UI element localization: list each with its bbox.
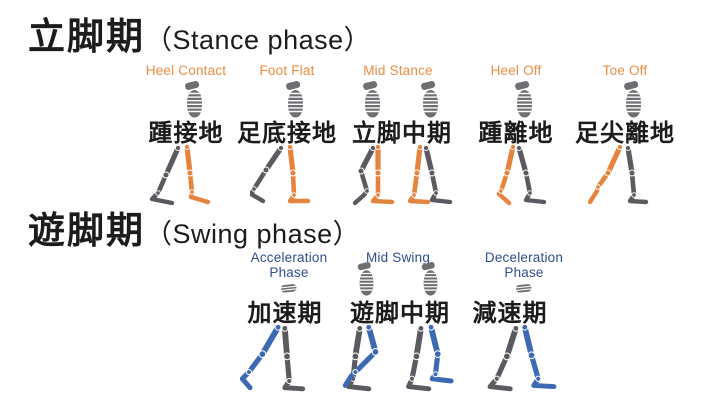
ribcage-torso-small-icon [280, 284, 297, 293]
stance-phase-en-heel-off: Heel Off [490, 63, 542, 78]
ribcage-torso-icon [515, 81, 532, 118]
stance-phase-jp-toe-off: 足尖離地 [575, 119, 675, 147]
swing-section-heading: 遊脚期 （Swing phase） [28, 200, 360, 254]
ribcage-torso-icon [363, 81, 380, 118]
skeleton-legs-icon [405, 325, 454, 392]
swing-phase-jp-deceleration: 減速期 [472, 299, 548, 327]
ribcage-torso-icon [421, 81, 438, 118]
ribcage-torso-icon [357, 262, 374, 296]
stance-phase-jp-heel-off: 踵離地 [478, 119, 554, 147]
ribcage-torso-icon [185, 81, 202, 118]
skeleton-legs-icon [250, 145, 311, 204]
swing-phase-en-mid-swing: Mid Swing [365, 250, 431, 265]
ribcage-torso-icon [286, 81, 303, 118]
ribcage-torso-small-icon [515, 284, 532, 293]
skeleton-legs-icon [407, 145, 453, 205]
stance-title-jp: 立脚期 [28, 15, 145, 58]
skeleton-legs-icon [588, 145, 649, 205]
ribcage-torso-icon [624, 81, 641, 118]
swing-title-en: （Swing phase） [145, 219, 361, 249]
skeleton-legs-icon [352, 145, 395, 206]
skeleton-legs-icon [342, 325, 380, 392]
stance-phase-en-mid-stance: Mid Stance [363, 63, 433, 78]
stance-phase-en-foot-flat: Foot Flat [259, 63, 315, 78]
swing-phase-jp-mid-swing: 遊脚中期 [350, 299, 450, 327]
stance-phase-en-heel-contact: Heel Contact [145, 63, 227, 78]
skeleton-legs-icon [487, 325, 557, 392]
stance-section-heading: 立脚期 （Stance phase） [28, 6, 371, 60]
skeleton-legs-icon [149, 145, 211, 206]
stance-phase-jp-foot-flat: 足底接地 [237, 119, 337, 147]
stance-phase-jp-heel-contact: 踵接地 [148, 119, 224, 147]
swing-phase-en-acceleration: Acceleration Phase [250, 250, 328, 280]
stance-phase-en-toe-off: Toe Off [602, 63, 648, 78]
stance-title-en: （Stance phase） [145, 25, 372, 55]
swing-phase-en-deceleration: Deceleration Phase [484, 250, 564, 280]
skeleton-legs-icon [496, 145, 547, 206]
swing-phase-jp-acceleration: 加速期 [247, 299, 323, 327]
swing-title-jp: 遊脚期 [28, 209, 145, 252]
skeleton-legs-icon [239, 325, 305, 392]
ribcage-torso-icon [421, 262, 438, 296]
stance-phase-jp-mid-stance: 立脚中期 [352, 119, 452, 147]
